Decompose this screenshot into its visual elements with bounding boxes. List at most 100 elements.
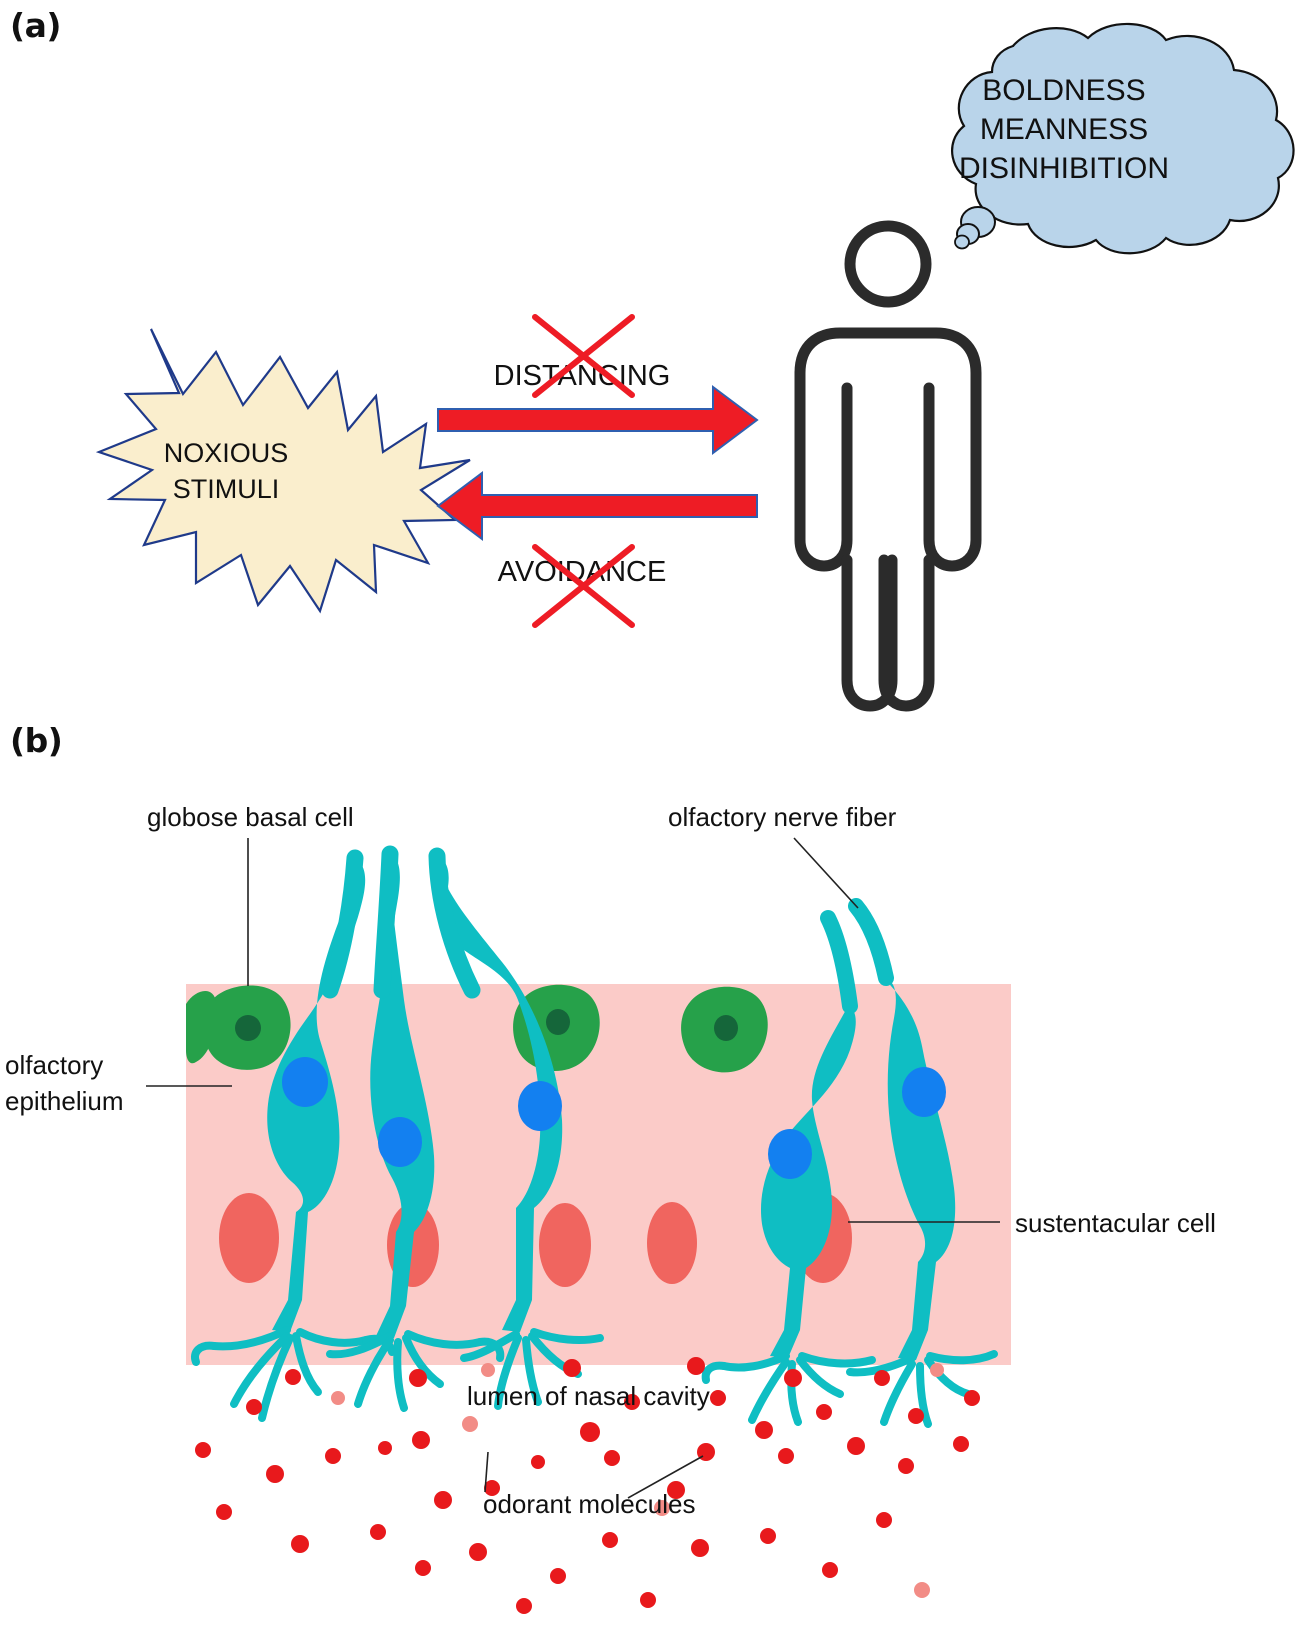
person-pictogram	[794, 220, 982, 712]
distancing-arrow	[437, 385, 759, 455]
odorant-molecule	[604, 1450, 620, 1466]
globose-basal-cell	[681, 986, 768, 1073]
distancing-cross-icon	[532, 314, 635, 398]
person-left-arm-icon	[794, 367, 853, 572]
olfactory-epithelium-label-line2: epithelium	[5, 1086, 124, 1116]
neuron-body	[436, 856, 563, 1332]
person-head-icon	[844, 220, 932, 308]
avoidance-arrow-shape	[436, 471, 758, 541]
bubble-line-meanness: MEANNESS	[980, 113, 1148, 146]
avoidance-arrow	[436, 471, 758, 541]
odorant-molecule	[847, 1437, 865, 1455]
thought-bubble-cloud	[951, 22, 1295, 255]
odorant-molecule	[462, 1416, 478, 1432]
olfactory-nerve-fiber	[321, 849, 364, 999]
odorant-molecule	[409, 1369, 427, 1387]
odorant-molecule	[246, 1399, 262, 1415]
odorant-molecule	[914, 1582, 930, 1598]
olfactory-nerve-fiber-leader	[793, 837, 859, 909]
basal-cell-nucleus	[235, 1015, 261, 1041]
odorant-molecule	[481, 1363, 495, 1377]
neuron-body	[884, 978, 956, 1360]
odorant-molecule	[516, 1598, 532, 1614]
cilia-cluster	[701, 1352, 876, 1426]
odorant-molecule	[378, 1441, 392, 1455]
odorant-molecule	[640, 1592, 656, 1608]
odorant-molecule	[266, 1465, 284, 1483]
panel-b-group: globose basal cell olfactory nerve fiber…	[5, 802, 1216, 1614]
olfactory-nerve-fiber	[373, 845, 399, 999]
olfactory-nerve-fiber	[848, 898, 894, 986]
odorant-molecule	[531, 1455, 545, 1469]
starburst-line-2: STIMULI	[173, 474, 280, 504]
odorant-molecule	[778, 1448, 794, 1464]
olfactory-receptor-neuron	[760, 1006, 856, 1358]
lumen-of-nasal-cavity-label: lumen of nasal cavity	[467, 1381, 710, 1411]
odorant-molecule	[624, 1394, 640, 1410]
odorant-molecule	[691, 1539, 709, 1557]
odorant-molecule	[216, 1504, 232, 1520]
olfactory-nerve-fiber	[428, 847, 481, 999]
odorant-molecule	[816, 1404, 832, 1420]
odorant-molecule	[953, 1436, 969, 1452]
sustentacular-cell-label: sustentacular cell	[1015, 1208, 1216, 1238]
person-right-leg-icon	[878, 554, 935, 712]
odorant-molecules-leader-left	[484, 1451, 489, 1493]
sustentacular-cell	[539, 1203, 591, 1287]
odorant-molecule	[667, 1481, 685, 1499]
sustentacular-cell	[647, 1202, 697, 1284]
odorant-molecule	[930, 1363, 944, 1377]
odorant-molecule	[784, 1369, 802, 1387]
olfactory-epithelium-label-line1: olfactory	[5, 1050, 103, 1080]
odorant-molecule	[822, 1562, 838, 1578]
odorant-molecule	[654, 1500, 670, 1516]
neuron-nucleus	[768, 1129, 812, 1179]
odorant-molecule	[325, 1448, 341, 1464]
odorant-molecule	[964, 1390, 980, 1406]
odorant-molecule	[908, 1408, 924, 1424]
olfactory-receptor-neuron	[436, 856, 563, 1332]
neuron-nucleus	[378, 1117, 422, 1167]
cilia-cluster	[191, 1326, 396, 1422]
odorant-molecule	[195, 1442, 211, 1458]
sustentacular-cell	[219, 1193, 279, 1283]
neuron-body	[760, 1006, 856, 1358]
odorant-molecule	[285, 1369, 301, 1385]
odorant-molecule	[874, 1370, 890, 1386]
odorant-molecule	[434, 1491, 452, 1509]
basal-cell-nucleus	[546, 1009, 570, 1035]
odorant-molecule	[331, 1391, 345, 1405]
noxious-stimuli-starburst: NOXIOUS STIMULI	[95, 328, 471, 614]
odorant-molecules-leader-right	[627, 1455, 704, 1499]
odorant-molecules	[195, 1357, 980, 1614]
panel-a-letter: (a)	[10, 6, 61, 45]
globose-basal-cell	[203, 985, 291, 1070]
panel-a-group: BOLDNESS MEANNESS DISINHIBITION NOXIOUS …	[95, 22, 1295, 712]
basal-cell-nucleus	[714, 1015, 738, 1041]
odorant-molecule	[415, 1560, 431, 1576]
avoidance-cross-icon	[532, 544, 635, 628]
neuron-nucleus	[282, 1057, 328, 1107]
globose-basal-cell-label: globose basal cell	[147, 802, 354, 832]
odorant-molecule	[760, 1528, 776, 1544]
starburst-shape	[95, 328, 471, 614]
globose-basal-cell	[186, 990, 217, 1064]
odorant-molecule	[898, 1458, 914, 1474]
bubble-line-disinhibition: DISINHIBITION	[959, 152, 1169, 185]
odorant-molecule	[412, 1431, 430, 1449]
odorant-molecules-label: odorant molecules	[483, 1489, 695, 1519]
olfactory-cilia	[191, 1326, 998, 1428]
neuron-nucleus	[518, 1081, 562, 1131]
olfactory-nerve-fiber-label: olfactory nerve fiber	[668, 802, 897, 832]
thought-bubble-tail-small	[954, 234, 970, 250]
olfactory-nerve-fibers	[321, 845, 894, 1014]
odorant-molecule	[550, 1568, 566, 1584]
olfactory-receptor-neuron	[267, 858, 366, 1332]
odorant-molecule	[370, 1524, 386, 1540]
cilia-cluster	[846, 1350, 998, 1428]
odorant-molecule	[755, 1421, 773, 1439]
bubble-line-boldness: BOLDNESS	[982, 74, 1145, 107]
odorant-molecule	[580, 1422, 600, 1442]
person-torso-icon	[794, 327, 982, 572]
